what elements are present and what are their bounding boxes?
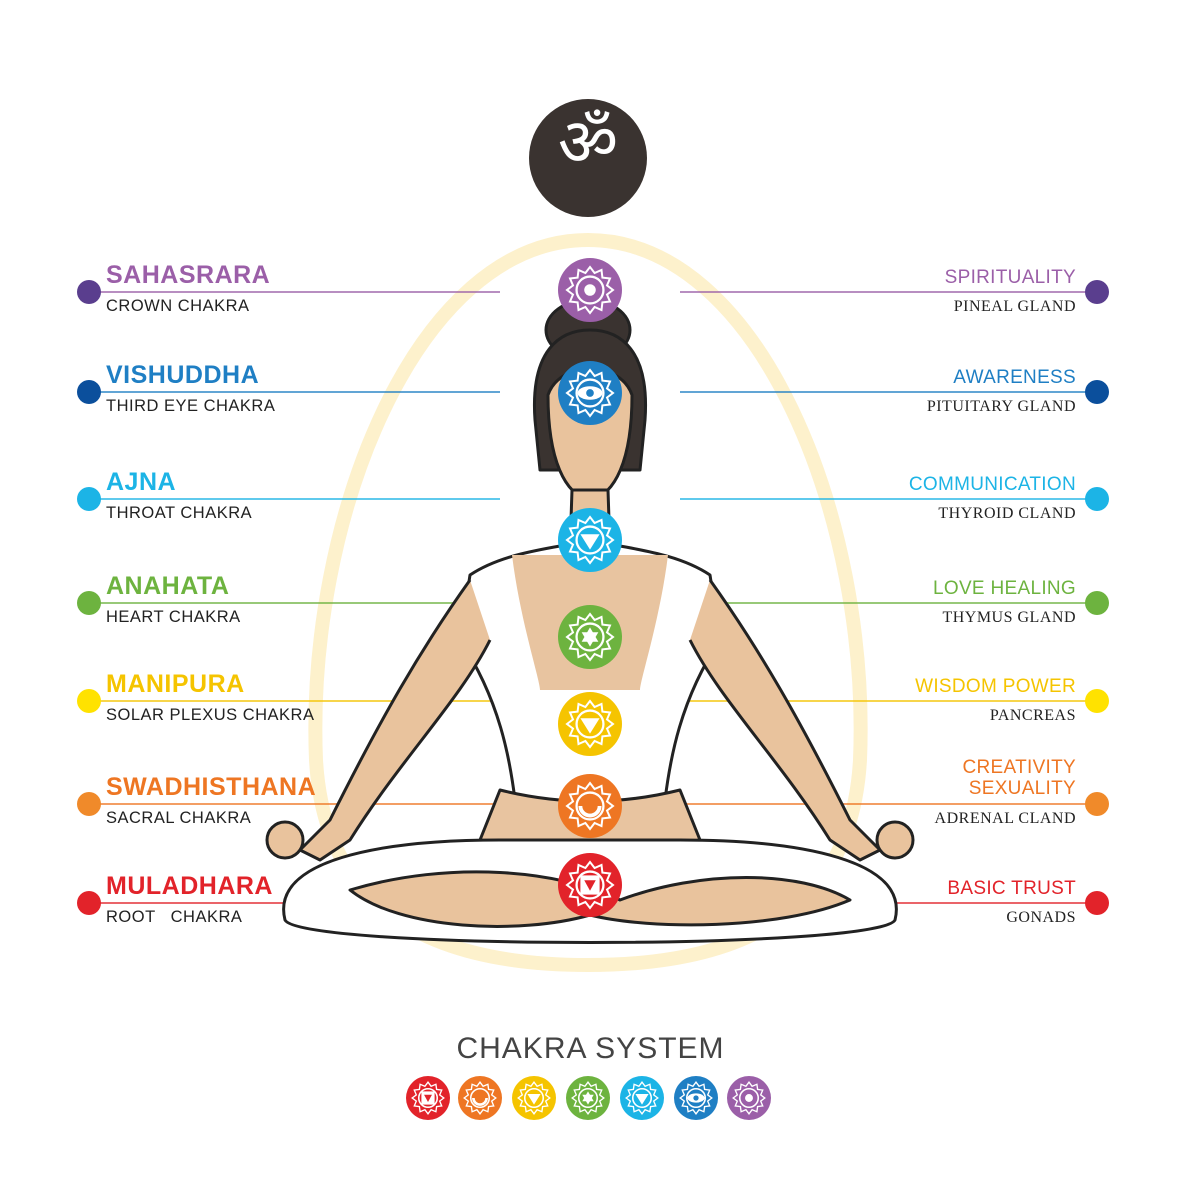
right-marker-dot	[1085, 689, 1109, 713]
chakra-gland: GONADS	[1006, 909, 1076, 926]
om-badge	[529, 99, 647, 217]
chakra-type: SOLAR PLEXUS CHAKRA	[106, 706, 315, 724]
chakra-name: SWADHISTHANA	[106, 773, 317, 801]
eye-chakra-symbol	[674, 1076, 718, 1120]
right-marker-dot	[1085, 487, 1109, 511]
lotus-chakra-symbol	[558, 258, 622, 322]
left-marker-dot	[77, 792, 101, 816]
square-icon	[421, 1091, 435, 1105]
chakra-gland: ADRENAL CLAND	[934, 810, 1076, 827]
om-symbol: ॐ	[557, 104, 619, 181]
throat-triangle-icon	[635, 1094, 649, 1105]
square-chakra-symbol	[558, 853, 622, 917]
chakra-quality: COMMUNICATION	[908, 474, 1076, 495]
right-marker-dot	[1085, 891, 1109, 915]
chakra-name: AJNA	[106, 468, 177, 496]
lotus-chakra-symbol	[727, 1076, 771, 1120]
eye-icon	[687, 1093, 705, 1103]
crescent-chakra-symbol	[458, 1076, 502, 1120]
chakra-type: SACRAL CHAKRA	[106, 809, 252, 827]
triangle-down-chakra-symbol	[558, 692, 622, 756]
aura-outline	[308, 232, 868, 973]
left-marker-dot	[77, 487, 101, 511]
chakra-quality-line1: CREATIVITY	[962, 757, 1076, 778]
chakra-quality-line2: SEXUALITY	[968, 778, 1076, 799]
square-chakra-symbol	[406, 1076, 450, 1120]
star-icon	[582, 1091, 594, 1105]
chakra-quality: AWARENESS	[953, 367, 1076, 388]
chakra-gland: PANCREAS	[989, 707, 1076, 724]
left-marker-dot	[77, 689, 101, 713]
chakra-quality: WISDOM POWER	[915, 676, 1076, 697]
crescent-icon	[578, 805, 602, 818]
throat-triangle-chakra-symbol	[620, 1076, 664, 1120]
square-icon	[580, 875, 600, 895]
left-marker-dot	[77, 380, 101, 404]
eye-icon	[577, 386, 603, 400]
left-marker-dot	[77, 891, 101, 915]
chakra-name: MANIPURA	[106, 670, 245, 698]
lotus-icon	[745, 1094, 753, 1102]
left-marker-dot	[77, 591, 101, 615]
star-chakra-symbol	[558, 605, 622, 669]
right-marker-dot	[1085, 380, 1109, 404]
triangle-down-chakra-symbol	[512, 1076, 556, 1120]
throat-triangle-chakra-symbol	[558, 508, 622, 572]
triangle-down-icon	[527, 1094, 541, 1105]
chakra-type: HEART CHAKRA	[106, 608, 241, 626]
chakra-gland: THYROID CLAND	[938, 505, 1076, 522]
chakra-quality: SPIRITUALITY	[944, 267, 1076, 288]
chakra-name: MULADHARA	[106, 872, 273, 900]
chakra-type: ROOT CHAKRA	[106, 908, 243, 926]
right-marker-dot	[1085, 792, 1109, 816]
chakra-gland: PINEAL GLAND	[953, 298, 1076, 315]
chakra-name: ANAHATA	[106, 572, 230, 600]
chakra-quality: BASIC TRUST	[947, 878, 1076, 899]
crescent-chakra-symbol	[558, 774, 622, 838]
left-marker-dot	[77, 280, 101, 304]
throat-triangle-icon	[580, 534, 600, 550]
right-marker-dot	[1085, 280, 1109, 304]
chakra-type: THIRD EYE CHAKRA	[106, 397, 276, 415]
chakra-quality: LOVE HEALING	[933, 578, 1076, 599]
right-marker-dot	[1085, 591, 1109, 615]
crescent-icon	[472, 1097, 488, 1106]
star-chakra-symbol	[566, 1076, 610, 1120]
chakra-gland: PITUITARY GLAND	[926, 398, 1076, 415]
lotus-icon	[584, 284, 596, 296]
chakra-type: THROAT CHAKRA	[106, 504, 253, 522]
star-icon	[581, 627, 599, 647]
triangle-down-icon	[580, 718, 600, 734]
chakra-system-title: CHAKRA SYSTEM	[456, 1032, 725, 1065]
chakra-name: SAHASRARA	[106, 261, 271, 289]
chakra-gland: THYMUS GLAND	[942, 609, 1076, 626]
eye-chakra-symbol	[558, 361, 622, 425]
chakra-name: VISHUDDHA	[106, 361, 260, 389]
chakra-type: CROWN CHAKRA	[106, 297, 250, 315]
